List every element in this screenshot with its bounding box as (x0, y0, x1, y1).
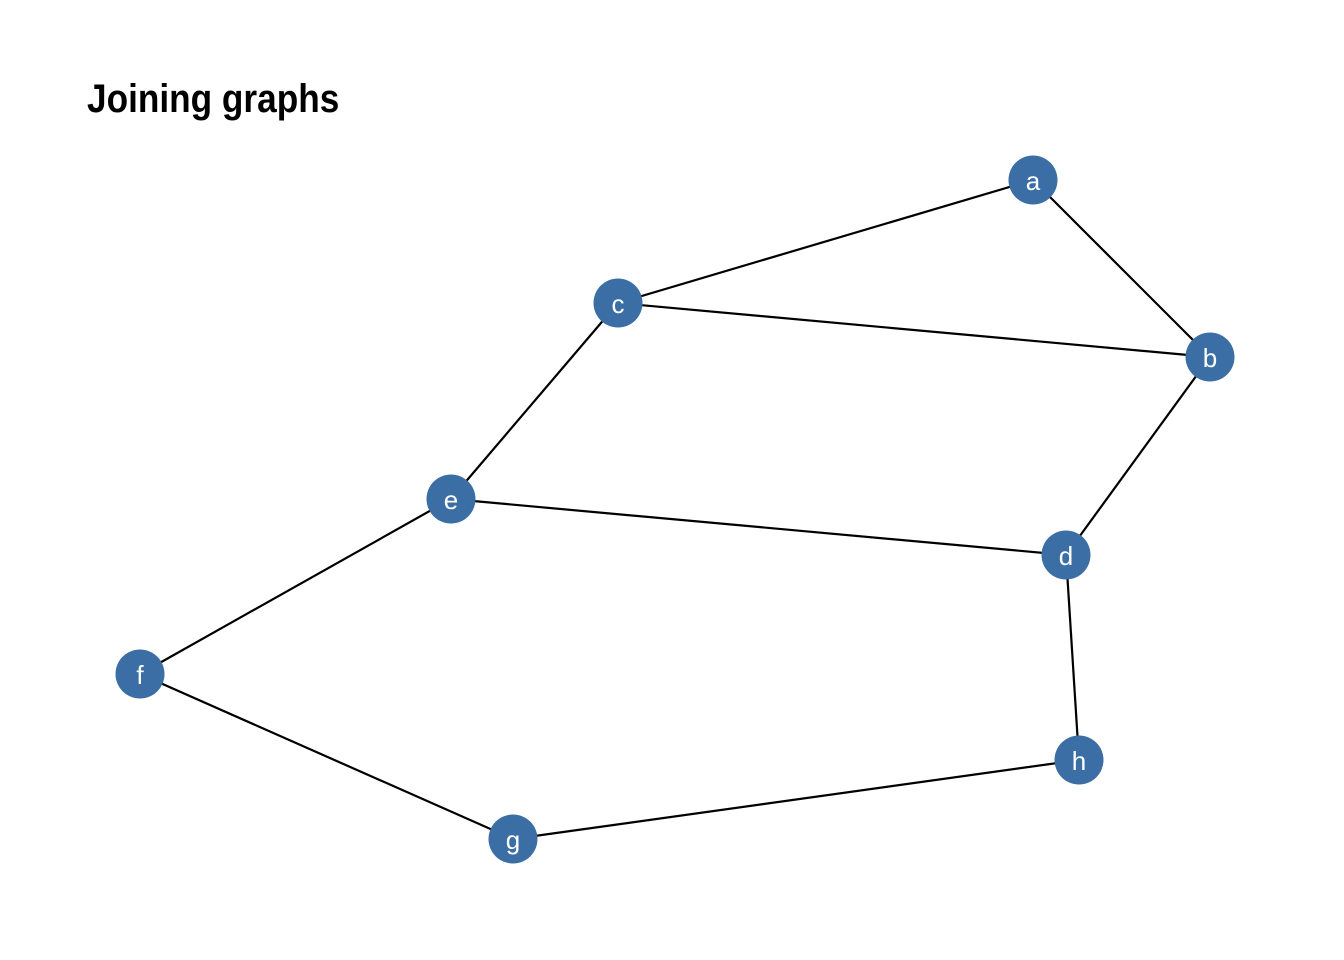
node-circle-d (1041, 530, 1091, 580)
node-circle-f (115, 649, 165, 699)
node-d: d (1041, 530, 1091, 580)
node-circle-h (1054, 735, 1104, 785)
node-g: g (488, 814, 538, 864)
edge-e-d (450, 497, 1067, 557)
node-circle-a (1008, 155, 1058, 205)
node-label-b: b (1203, 343, 1217, 373)
edge-c-e (450, 302, 619, 500)
node-h: h (1054, 735, 1104, 785)
node-c: c (593, 278, 643, 328)
edge-c-b (617, 301, 1211, 359)
node-label-g: g (506, 825, 520, 855)
node-circle-c (593, 278, 643, 328)
node-f: f (115, 649, 165, 699)
node-label-c: c (612, 289, 625, 319)
node-e: e (426, 474, 476, 524)
node-circle-b (1185, 332, 1235, 382)
node-label-h: h (1072, 746, 1086, 776)
edge-f-g (139, 672, 514, 841)
node-label-e: e (444, 485, 458, 515)
node-circle-g (488, 814, 538, 864)
edge-b-d (1065, 356, 1211, 556)
node-label-a: a (1026, 166, 1041, 196)
node-label-d: d (1059, 541, 1073, 571)
edge-e-f (139, 498, 452, 675)
edges-layer (139, 178, 1211, 841)
edge-a-b (1032, 179, 1211, 358)
edge-d-h (1064, 554, 1081, 761)
node-b: b (1185, 332, 1235, 382)
node-label-f: f (136, 660, 144, 690)
edge-g-h (512, 758, 1080, 841)
nodes-layer: a b c d e f g h (115, 155, 1235, 864)
diagram-title: Joining graphs (87, 77, 340, 121)
node-a: a (1008, 155, 1058, 205)
edge-a-c (617, 178, 1034, 305)
node-circle-e (426, 474, 476, 524)
